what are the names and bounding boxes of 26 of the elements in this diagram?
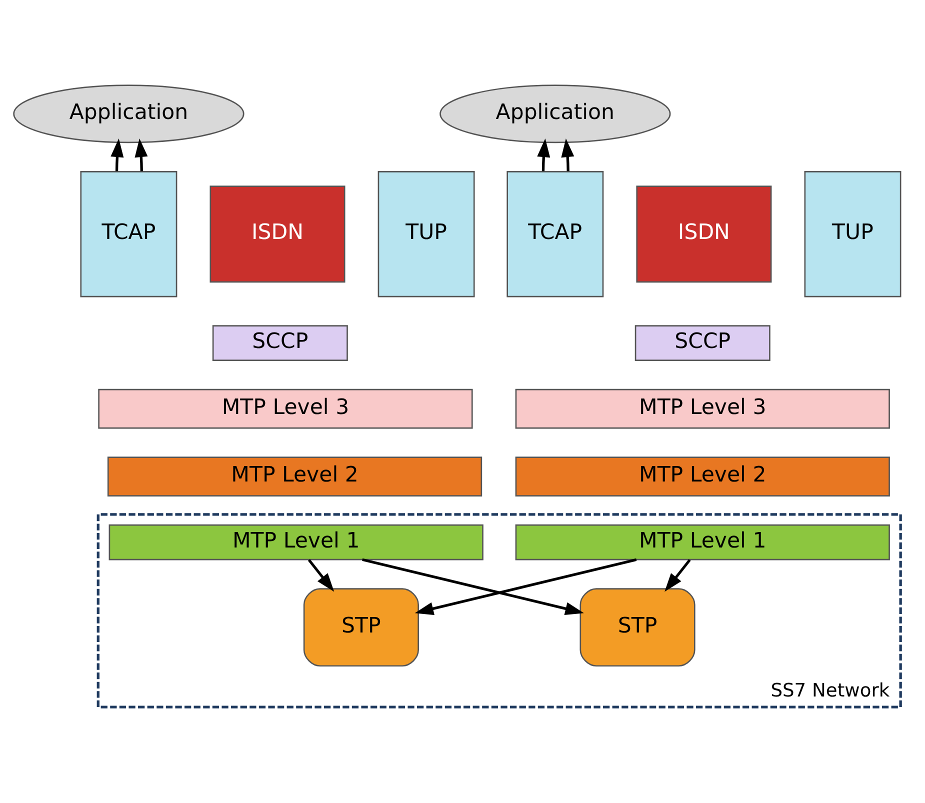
node-box: TUP — [378, 171, 475, 298]
node-box: ISDN — [210, 186, 346, 283]
node-ellipse: Application — [440, 84, 671, 144]
arrow — [414, 558, 637, 616]
arrow — [561, 138, 574, 172]
node-box: SCCP — [212, 325, 348, 361]
node-box: MTP Level 1 — [515, 524, 890, 560]
node-ellipse: Application — [13, 84, 244, 144]
node-box: MTP Level 2 — [107, 456, 482, 496]
node-box: STP — [580, 588, 696, 667]
node-box: TCAP — [80, 171, 178, 298]
node-box: SCCP — [634, 325, 770, 361]
node-box: TUP — [804, 171, 902, 298]
node-box: TCAP — [506, 171, 604, 298]
node-box: MTP Level 3 — [515, 388, 890, 429]
node-box: MTP Level 3 — [98, 388, 473, 429]
arrow — [362, 558, 584, 616]
node-box: MTP Level 1 — [108, 524, 484, 560]
arrow — [134, 138, 148, 172]
arrow — [308, 559, 334, 592]
node-box: MTP Level 2 — [515, 456, 890, 496]
arrow — [110, 138, 124, 172]
node-box: STP — [303, 588, 419, 667]
arrow — [664, 559, 691, 592]
node-box: ISDN — [636, 186, 772, 283]
arrow — [537, 138, 550, 172]
